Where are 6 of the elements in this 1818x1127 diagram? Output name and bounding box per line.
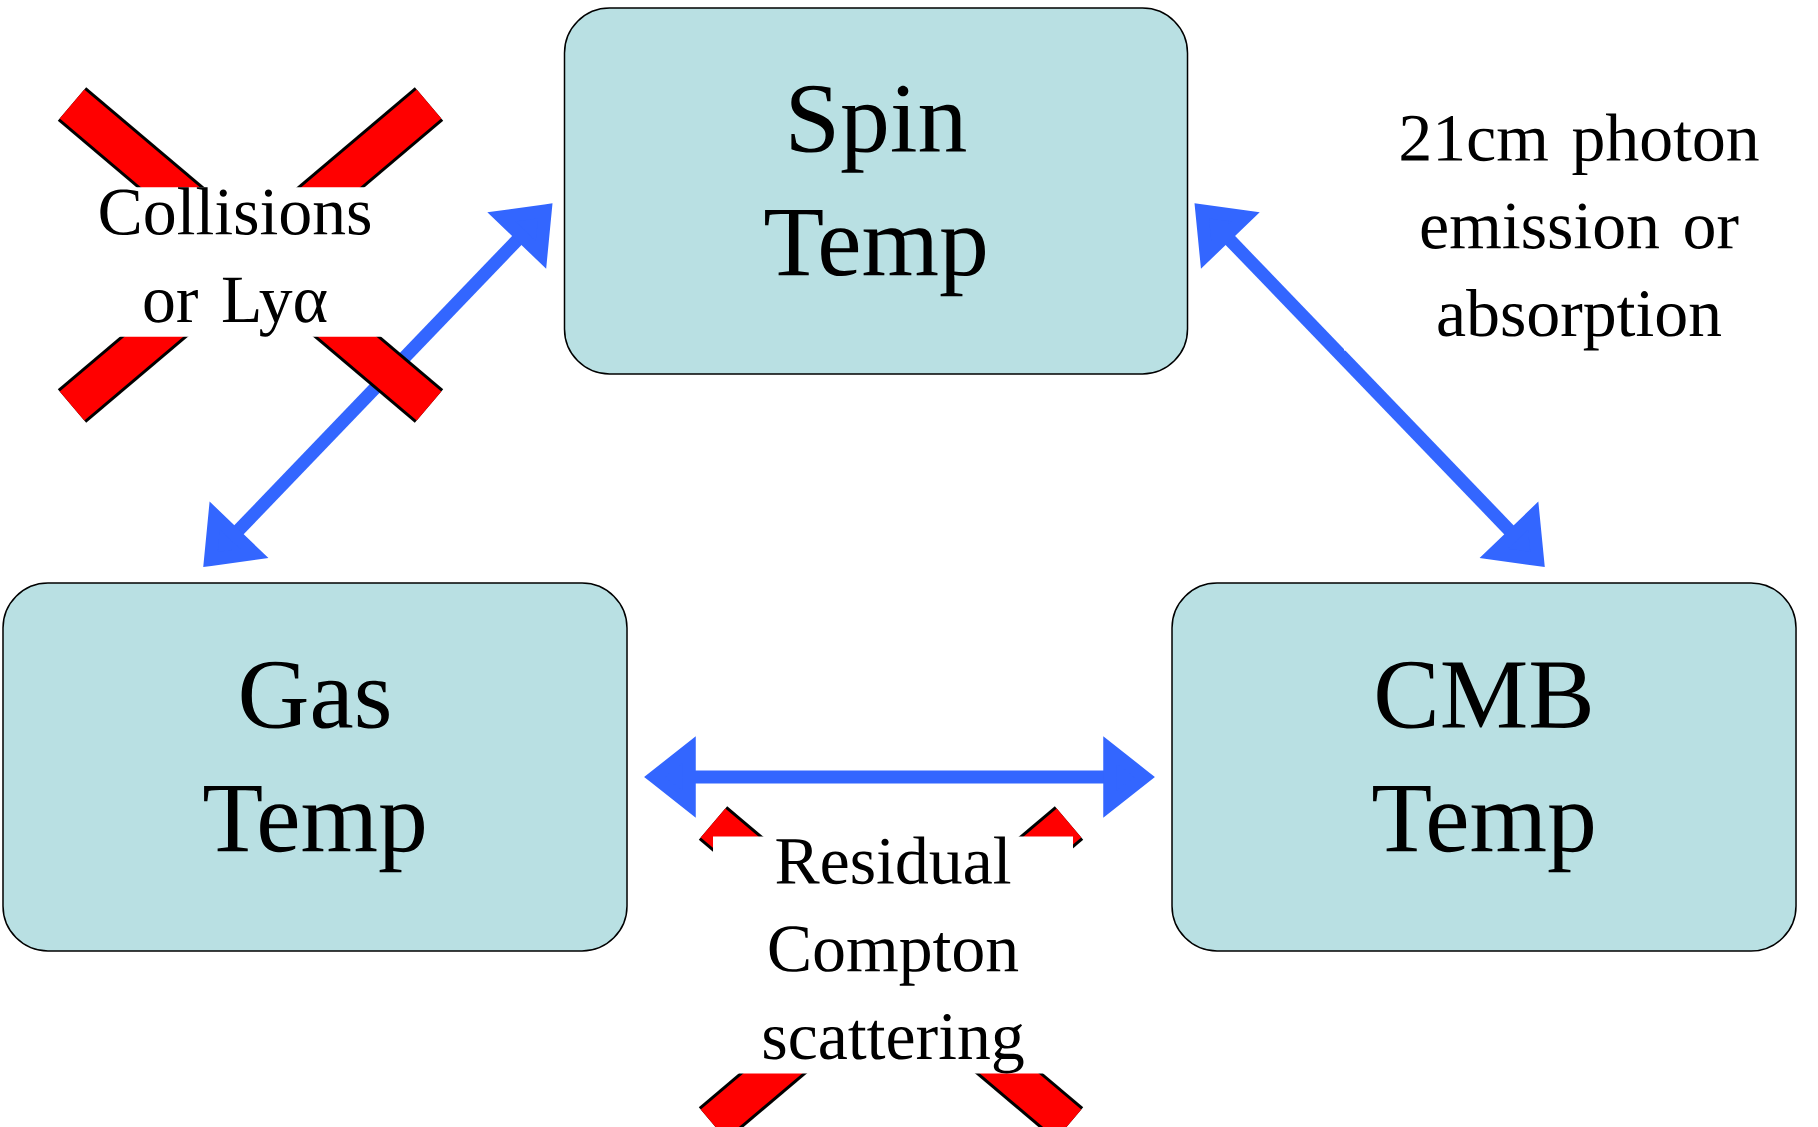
temperature-box: Gas Temp xyxy=(2,582,628,952)
edge-label: Collisions or Lyα xyxy=(70,187,400,337)
temperature-box: Spin Temp xyxy=(563,7,1189,375)
temperature-box: CMB Temp xyxy=(1171,582,1797,952)
edge-label: Residual Compton scattering xyxy=(713,836,1073,1074)
edge-label: 21cm photon emission or absorption xyxy=(1344,113,1814,351)
